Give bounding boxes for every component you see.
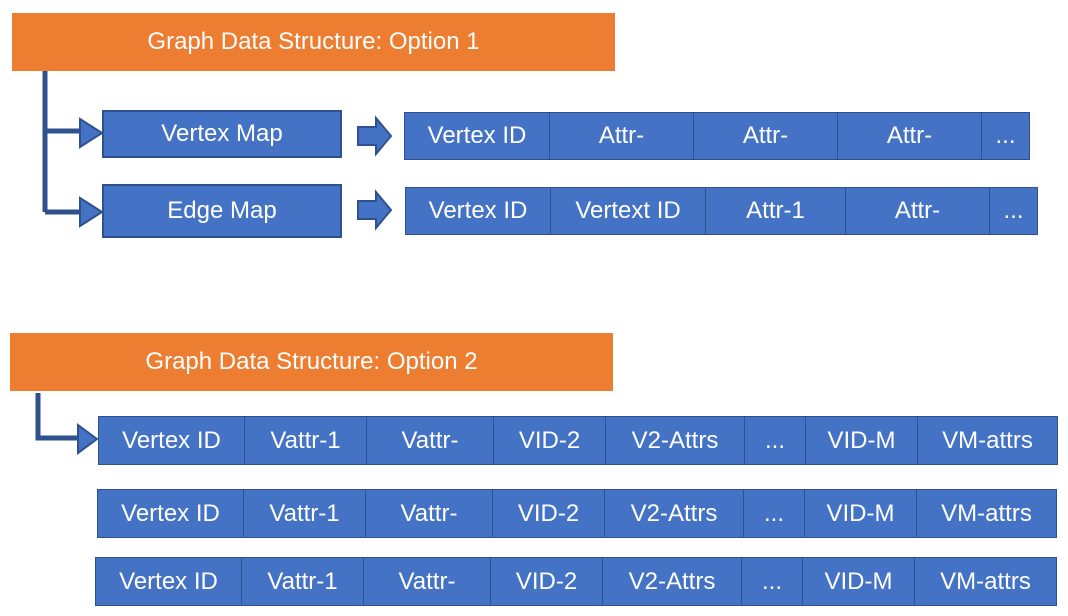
option2-header: Graph Data Structure: Option 2 <box>10 333 613 391</box>
record-cell: ... <box>743 490 804 537</box>
record-cell: VM-attrs <box>914 558 1056 605</box>
record-cell: VID-M <box>804 490 916 537</box>
option2-connector-line <box>35 393 80 441</box>
record-cell: Vattr- <box>366 417 493 464</box>
arrow-to-option2-row <box>77 423 99 455</box>
record-cell: VID-2 <box>493 417 605 464</box>
record-cell: Attr- <box>549 113 693 159</box>
record-cell: Attr- <box>693 113 837 159</box>
option2-row: Vertex ID Vattr-1 Vattr- VID-2 V2-Attrs … <box>97 489 1057 538</box>
option1-header: Graph Data Structure: Option 1 <box>12 13 615 71</box>
record-cell: VID-M <box>805 417 917 464</box>
record-cell: VID-M <box>802 558 914 605</box>
record-cell: VM-attrs <box>916 490 1056 537</box>
record-cell: Vertex ID <box>98 490 243 537</box>
arrow-to-vertex-map <box>79 117 104 149</box>
edge-map-box: Edge Map <box>102 184 342 238</box>
record-cell: ... <box>989 188 1037 234</box>
record-cell: Attr- <box>837 113 981 159</box>
record-cell: Vattr-1 <box>243 490 365 537</box>
record-cell: VID-2 <box>492 490 604 537</box>
record-cell: Vertex ID <box>99 417 244 464</box>
record-cell: Vattr-1 <box>244 417 366 464</box>
record-cell: Vattr- <box>365 490 492 537</box>
record-cell: Attr- <box>845 188 989 234</box>
record-cell: V2-Attrs <box>605 417 744 464</box>
record-cell: Vertex ID <box>406 188 550 234</box>
record-cell: ... <box>741 558 802 605</box>
record-cell: Vattr-1 <box>241 558 363 605</box>
block-arrow-edge <box>357 189 393 231</box>
option1-trunk-line <box>42 71 82 215</box>
edge-record-row: Vertex ID Vertext ID Attr-1 Attr- ... <box>405 187 1038 235</box>
record-cell: ... <box>744 417 805 464</box>
arrow-to-edge-map <box>79 196 104 228</box>
record-cell: Attr-1 <box>705 188 845 234</box>
record-cell: VID-2 <box>490 558 602 605</box>
record-cell: ... <box>981 113 1029 159</box>
option2-row: Vertex ID Vattr-1 Vattr- VID-2 V2-Attrs … <box>95 557 1057 606</box>
vertex-record-row: Vertex ID Attr- Attr- Attr- ... <box>404 112 1030 160</box>
vertex-map-box: Vertex Map <box>102 110 342 158</box>
record-cell: V2-Attrs <box>602 558 741 605</box>
record-cell: VM-attrs <box>917 417 1057 464</box>
record-cell: Vattr- <box>363 558 490 605</box>
record-cell: Vertext ID <box>550 188 705 234</box>
record-cell: V2-Attrs <box>604 490 743 537</box>
option2-row: Vertex ID Vattr-1 Vattr- VID-2 V2-Attrs … <box>98 416 1058 465</box>
block-arrow-vertex <box>357 115 393 157</box>
record-cell: Vertex ID <box>405 113 549 159</box>
record-cell: Vertex ID <box>96 558 241 605</box>
